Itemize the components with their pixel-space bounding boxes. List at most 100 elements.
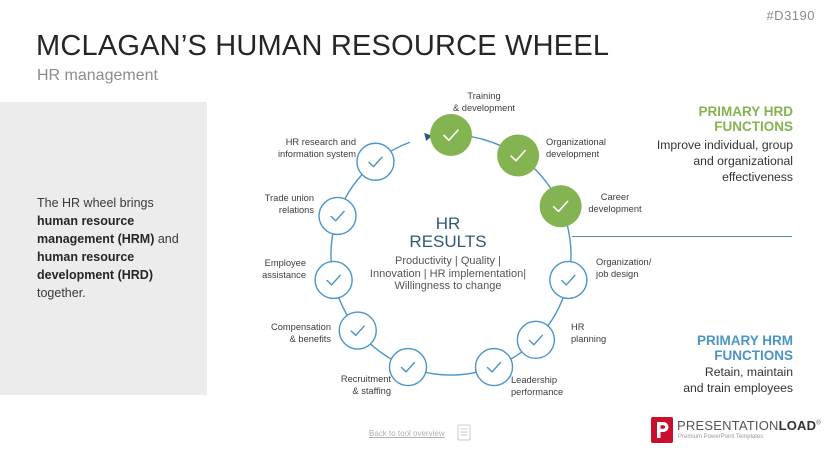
wheel-node-circle: [549, 260, 588, 300]
wheel-node: [474, 347, 514, 387]
logo-mark-icon: [651, 417, 673, 443]
intro-part-2: and: [157, 232, 179, 246]
side-panel: [0, 102, 207, 395]
node-label-leadership: Leadership performance: [511, 374, 563, 398]
node-label-line: Organization/: [596, 257, 652, 267]
node-label-recruitment: Recruitment & staffing: [316, 373, 391, 397]
presentationload-logo: PRESENTATIONLOAD® Premium PowerPoint Tem…: [651, 417, 821, 447]
node-label-line: Leadership: [511, 375, 558, 385]
wheel-node-circle: [338, 311, 377, 350]
hrm-heading-line: PRIMARY HRM: [696, 333, 793, 348]
intro-hrd: human resource development (HRD): [37, 250, 153, 282]
node-label-line: information system: [277, 149, 356, 159]
center-text-line: Willingness to change: [394, 280, 502, 292]
node-label-line: & staffing: [352, 386, 391, 396]
checkmark-icon: [368, 156, 383, 168]
checkmark-icon: [486, 361, 502, 373]
logo-tagline: Premium PowerPoint Templates: [678, 434, 764, 440]
slide-id: #D3190: [766, 8, 815, 23]
wheel-node: [539, 185, 582, 228]
logo-word-bold: LOAD: [778, 418, 817, 433]
hrm-text-line: Retain, maintain: [704, 365, 793, 379]
checkmark-icon: [350, 325, 365, 337]
node-label-line: HR research and: [285, 137, 356, 147]
node-label-employee-assistance: Employee assistance: [232, 257, 306, 281]
intro-hrm: human resource management (HRM): [37, 214, 155, 246]
node-label-hr-research: HR research and information system: [264, 136, 356, 160]
node-label-organizational-development: Organizational development: [546, 136, 606, 160]
node-label-trade-union: Trade union relations: [238, 192, 314, 216]
node-label-line: Organizational: [546, 137, 606, 147]
hrm-heading: PRIMARY HRM FUNCTIONS: [697, 333, 793, 363]
wheel-node: [338, 311, 377, 350]
hrm-description: Retain, maintain and train employees: [623, 364, 793, 396]
checkmark-icon: [528, 334, 544, 346]
page-title: MCLAGAN’S HUMAN RESOURCE WHEEL: [36, 30, 610, 62]
checkmark-icon: [561, 274, 576, 286]
wheel-node: [314, 260, 353, 300]
node-label-line: Recruitment: [340, 374, 391, 384]
hrm-heading-line: FUNCTIONS: [714, 348, 793, 363]
hrd-hrm-divider: [572, 236, 792, 237]
node-label-line: Trade union: [264, 193, 314, 203]
checkmark-icon: [330, 210, 345, 222]
wheel-node-circle: [318, 196, 357, 236]
checkmark-icon: [552, 200, 569, 213]
back-to-overview-link[interactable]: Back to tool overview: [369, 429, 445, 438]
checkmark-icon: [326, 274, 341, 286]
page-subtitle: HR management: [37, 67, 158, 84]
checkmark-icon: [443, 129, 459, 142]
checkmark-icon: [510, 149, 526, 162]
intro-text: The HR wheel brings human resource manag…: [37, 194, 197, 302]
node-label-training: Training & development: [449, 90, 519, 114]
wheel-node-circle: [539, 185, 582, 228]
node-label-line: & development: [452, 103, 516, 113]
node-label-line: assistance: [262, 270, 306, 280]
wheel-node-circle: [314, 260, 353, 300]
node-label-compensation: Compensation & benefits: [253, 321, 331, 345]
node-label-line: performance: [511, 387, 564, 397]
wheel-node: [516, 320, 556, 360]
hrd-heading-line: PRIMARY HRD: [698, 104, 793, 119]
hrd-text-line: Improve individual, group: [656, 138, 793, 152]
node-label-line: planning: [571, 334, 607, 344]
checkmark-icon: [400, 361, 416, 373]
wheel-node: [430, 114, 472, 156]
node-label-line: & benefits: [289, 334, 331, 344]
wheel-node-circle: [356, 142, 395, 181]
center-text-line: Productivity | Quality |: [395, 255, 501, 267]
center-results-text: Productivity | Quality | Innovation | HR…: [343, 255, 553, 293]
center-text-line: Innovation | HR implementation|: [369, 267, 527, 280]
wheel-node-circle: [388, 347, 428, 387]
wheel-node: [356, 142, 395, 181]
center-title-line: HR: [435, 214, 461, 233]
node-label-line: Compensation: [271, 322, 331, 332]
center-title: HR RESULTS: [393, 215, 503, 251]
wheel-node-circle: [430, 114, 472, 156]
document-icon[interactable]: [457, 424, 471, 441]
hrd-heading-line: FUNCTIONS: [714, 119, 793, 134]
node-label-line: Career: [600, 192, 630, 202]
hrd-text-line: and organizational: [693, 154, 793, 168]
wheel-node-circle: [497, 134, 540, 177]
wheel-node: [549, 260, 588, 300]
center-title-line: RESULTS: [409, 232, 487, 251]
node-label-line: development: [546, 149, 600, 159]
node-label-line: job design: [596, 269, 639, 279]
hrd-description: Improve individual, group and organizati…: [623, 137, 793, 185]
wheel-node-circle: [516, 320, 556, 360]
node-label-job-design: Organization/job design: [596, 256, 651, 280]
wheel-node: [388, 347, 428, 387]
hrm-text-line: and train employees: [683, 381, 793, 395]
logo-word-light: PRESENTATION: [677, 418, 779, 433]
logo-wordmark: PRESENTATIONLOAD®: [677, 418, 821, 433]
node-label-line: Employee: [264, 258, 306, 268]
node-label-line: Training: [467, 91, 501, 101]
wheel-node: [497, 134, 540, 177]
node-label-line: relations: [278, 205, 314, 215]
wheel-node-circle: [474, 347, 514, 387]
intro-part-3: together.: [37, 286, 86, 300]
wheel-node: [318, 196, 357, 236]
